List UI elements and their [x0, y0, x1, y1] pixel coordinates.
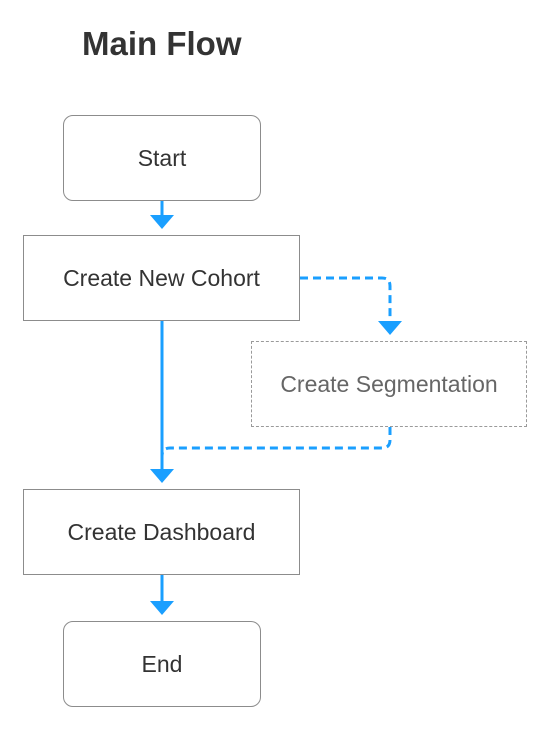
diagram-title: Main Flow — [82, 25, 242, 62]
node-start[interactable]: Start — [63, 115, 261, 201]
connector-cohort-to-segmentation — [300, 276, 402, 335]
connector-start-to-cohort — [150, 201, 174, 229]
connector-dashboard-to-end — [150, 575, 174, 615]
node-create-new-cohort-label: Create New Cohort — [63, 264, 260, 291]
node-create-segmentation[interactable]: Create Segmentation — [251, 341, 527, 427]
connector-cohort-to-dashboard — [150, 321, 174, 483]
arrowhead-icon — [378, 321, 402, 335]
arrowhead-icon — [150, 601, 174, 615]
node-start-label: Start — [137, 144, 187, 171]
node-create-new-cohort[interactable]: Create New Cohort — [23, 235, 300, 321]
node-end-label: End — [141, 650, 183, 677]
arrowhead-icon — [150, 215, 174, 229]
node-create-segmentation-label: Create Segmentation — [280, 370, 498, 397]
node-create-dashboard[interactable]: Create Dashboard — [23, 489, 300, 575]
arrowhead-icon — [150, 469, 174, 483]
node-create-dashboard-label: Create Dashboard — [67, 518, 256, 545]
node-end[interactable]: End — [63, 621, 261, 707]
connector-segmentation-to-dashboard — [160, 427, 392, 462]
